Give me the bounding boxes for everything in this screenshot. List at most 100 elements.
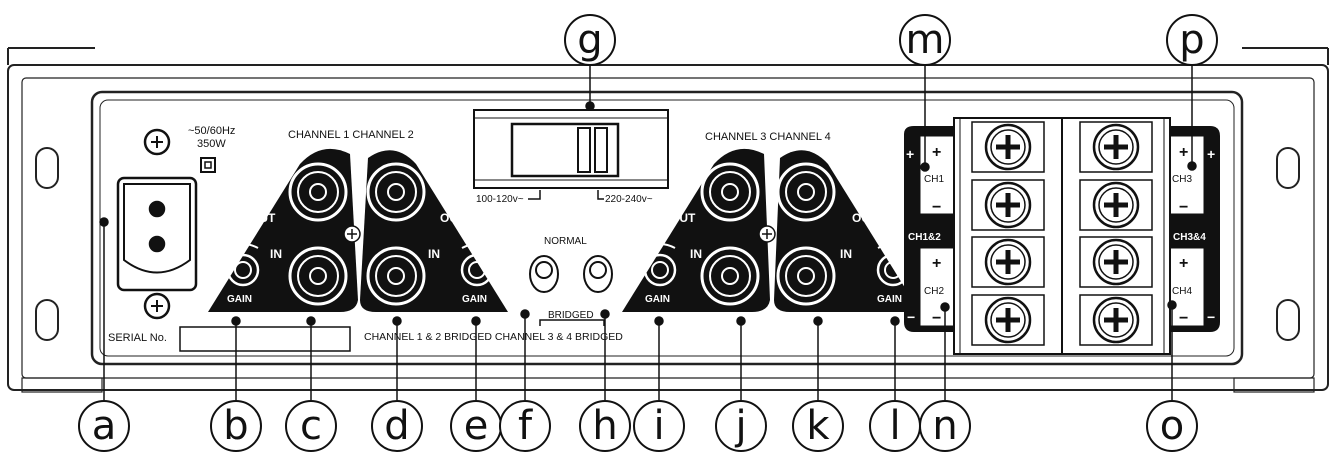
ch3-in-label: IN: [690, 247, 702, 261]
terminal-ch1-plus: +: [932, 144, 941, 161]
callout-letter: e: [464, 403, 489, 449]
terminal-ch34-label: CH3&4: [1173, 232, 1206, 243]
ch1-gain-knob: [226, 253, 260, 287]
callout-letter: k: [806, 403, 830, 449]
callout-k: k: [792, 400, 844, 452]
bridged-bracket: [539, 319, 605, 326]
callout-letter: h: [592, 403, 617, 449]
callout-letter: o: [1160, 403, 1184, 449]
callout-o: o: [1146, 400, 1198, 452]
terminal-label-tabs: [919, 135, 1205, 327]
terminal-ch4-minus: −: [1179, 310, 1188, 327]
voltage-left-label: 100-120v~: [476, 194, 524, 205]
callout-letter: d: [384, 403, 409, 449]
callout-letter: i: [653, 403, 664, 449]
terminal-screw: [1079, 236, 1153, 288]
channel-3-panel: OUT IN GAIN: [622, 148, 770, 312]
terminal-ch12-label: CH1&2: [908, 232, 941, 243]
terminal-screws: [971, 121, 1153, 346]
terminal-outer-plus-right: +: [1207, 146, 1215, 162]
callout-letter: f: [518, 403, 533, 449]
terminal-ch1-label: CH1: [924, 174, 944, 185]
ch4-out-jack: [776, 162, 836, 222]
terminal-screw: [1079, 294, 1153, 346]
terminal-outer-minus-left: −: [907, 309, 915, 325]
callout-letter: p: [1179, 17, 1204, 63]
callout-letter: n: [932, 403, 957, 449]
power-spec-freq: ~50/60Hz: [188, 125, 235, 137]
terminal-ch4-label: CH4: [1172, 286, 1192, 297]
power-spec-watts: 350W: [197, 138, 226, 150]
ch1-gain-label: GAIN: [227, 294, 252, 305]
channel-2-panel: OUT IN GAIN: [360, 150, 508, 312]
terminal-screw: [971, 294, 1045, 346]
ch1-out-jack: [288, 162, 348, 222]
callout-letter: l: [889, 403, 900, 449]
callout-l: l: [869, 400, 921, 452]
ch4-gain-label: GAIN: [877, 294, 902, 305]
callout-p: p: [1166, 14, 1218, 66]
callout-d: d: [371, 400, 423, 452]
rca-jacks: [226, 162, 910, 306]
callout-c: c: [285, 400, 337, 452]
callout-letter: j: [734, 403, 746, 449]
ch4-out-label: OUT: [852, 211, 878, 225]
callout-a: a: [78, 400, 130, 452]
callout-i: i: [633, 400, 685, 452]
mounting-slots: [35, 147, 1300, 341]
ch1-in-jack: [288, 246, 348, 306]
bridged-caption: CHANNEL 1 & 2 BRIDGED CHANNEL 3 & 4 BRID…: [364, 331, 623, 343]
callout-letter: b: [223, 403, 248, 449]
ch1-in-label: IN: [270, 247, 282, 261]
ch2-in-label: IN: [428, 247, 440, 261]
terminal-ch1-minus: −: [932, 199, 941, 216]
ch1-out-label: OUT: [250, 211, 276, 225]
serial-label: SERIAL No.: [108, 332, 167, 344]
callout-h: h: [579, 400, 631, 452]
serial-box: [179, 326, 351, 352]
chassis: [7, 47, 1329, 393]
channel-3-4-title: CHANNEL 3 CHANNEL 4: [705, 131, 831, 143]
terminal-ch3-minus: −: [1179, 199, 1188, 216]
bridge-switches: [529, 255, 613, 293]
ch2-gain-knob: [460, 253, 494, 287]
class-ii-symbol: [200, 157, 216, 173]
ch3-gain-label: GAIN: [645, 294, 670, 305]
terminal-screw: [1079, 179, 1153, 231]
ch2-gain-label: GAIN: [462, 294, 487, 305]
normal-label: NORMAL: [544, 236, 587, 247]
callout-j: j: [715, 400, 767, 452]
terminal-screw: [971, 121, 1045, 173]
terminal-ch3-plus: +: [1179, 144, 1188, 161]
terminal-ch2-plus: +: [932, 255, 941, 272]
power-inlet: [116, 128, 198, 320]
channel-1-2-title: CHANNEL 1 CHANNEL 2: [288, 129, 414, 141]
terminal-ch2-minus: −: [932, 310, 941, 327]
ch4-in-jack: [776, 246, 836, 306]
ch3-out-label: OUT: [670, 211, 696, 225]
ch3-in-jack: [700, 246, 760, 306]
callout-letter: a: [92, 403, 117, 449]
ch2-out-label: OUT: [440, 211, 466, 225]
ch3-out-jack: [700, 162, 760, 222]
voltage-right-arrow: [597, 190, 604, 200]
panel-link-screws: [343, 225, 776, 243]
bridged-label: BRIDGED: [548, 310, 594, 321]
ch4-in-label: IN: [840, 247, 852, 261]
callout-n: n: [919, 400, 971, 452]
callout-letter: c: [300, 403, 322, 449]
callout-b: b: [210, 400, 262, 452]
ch2-out-jack: [366, 162, 426, 222]
terminal-screw: [1079, 121, 1153, 173]
terminal-screw: [971, 179, 1045, 231]
voltage-left-arrow: [528, 190, 541, 200]
voltage-right-label: 220-240v~: [605, 194, 653, 205]
terminal-ch4-plus: +: [1179, 255, 1188, 272]
callout-letter: g: [577, 17, 602, 63]
terminal-screw: [971, 236, 1045, 288]
terminal-outer-plus-left: +: [906, 146, 914, 162]
terminal-ch3-label: CH3: [1172, 174, 1192, 185]
callout-e: e: [450, 400, 502, 452]
callout-f: f: [499, 400, 551, 452]
